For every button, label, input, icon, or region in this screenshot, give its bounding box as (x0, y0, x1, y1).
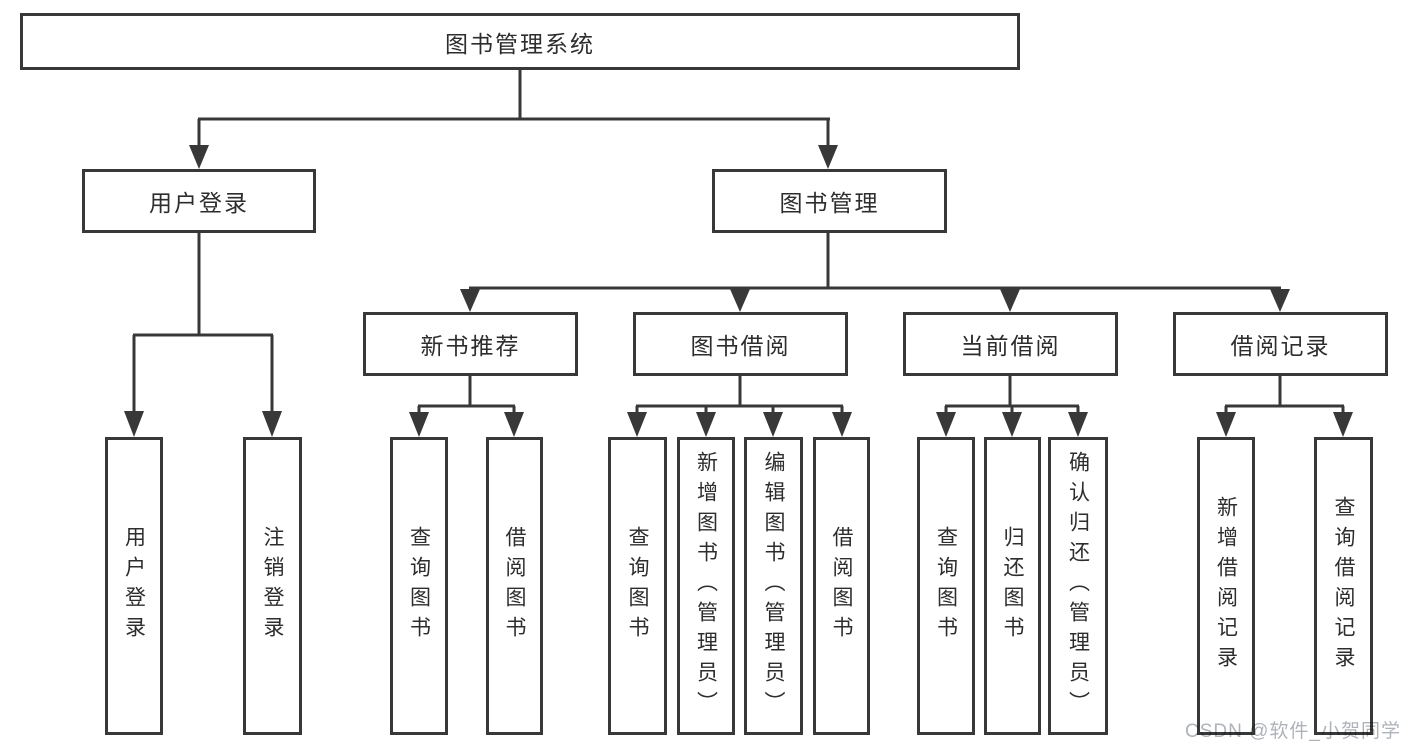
node-user-login: 用户登录 (82, 169, 316, 233)
leaf-query-borrow-record-label: 查询借阅记录 (1332, 496, 1355, 676)
leaf-current-query-books: 查询图书 (917, 437, 975, 735)
leaf-current-query-books-label: 查询图书 (934, 526, 958, 646)
leaf-recommend-borrow-books: 借阅图书 (486, 437, 543, 735)
leaf-add-borrow-record-label: 新增借阅记录 (1214, 496, 1238, 676)
leaf-return-books: 归还图书 (984, 437, 1041, 735)
watermark: CSDN @软件_小贺同学 (1185, 721, 1401, 742)
node-user-login-label: 用户登录 (149, 190, 249, 216)
node-borrow-records-label: 借阅记录 (1230, 333, 1331, 359)
leaf-recommend-borrow-books-label: 借阅图书 (503, 526, 526, 646)
leaf-recommend-query-books-label: 查询图书 (407, 526, 431, 646)
leaf-recommend-query-books: 查询图书 (390, 437, 448, 735)
leaf-borrow-query-books-label: 查询图书 (626, 526, 649, 646)
leaf-edit-books-admin: 编辑图书（管理员） (744, 437, 803, 735)
leaf-logout: 注销登录 (243, 437, 302, 735)
node-book-management: 图书管理 (712, 169, 947, 233)
node-root: 图书管理系统 (20, 13, 1020, 70)
node-current-borrow: 当前借阅 (903, 312, 1118, 376)
leaf-edit-books-admin-label: 编辑图书（管理员） (762, 451, 785, 721)
leaf-borrow-books-label: 借阅图书 (830, 526, 853, 646)
node-book-management-label: 图书管理 (779, 190, 880, 216)
node-new-book-recommend: 新书推荐 (363, 312, 578, 376)
leaf-query-borrow-record: 查询借阅记录 (1314, 437, 1373, 735)
leaf-confirm-return-admin: 确认归还（管理员） (1048, 437, 1108, 735)
node-book-borrow-label: 图书借阅 (690, 333, 791, 359)
leaf-user-login: 用户登录 (105, 437, 163, 735)
leaf-add-books-admin: 新增图书（管理员） (677, 437, 735, 735)
node-current-borrow-label: 当前借阅 (960, 333, 1061, 359)
leaf-user-login-label: 用户登录 (122, 526, 146, 646)
leaf-add-borrow-record: 新增借阅记录 (1197, 437, 1255, 735)
leaf-borrow-books: 借阅图书 (813, 437, 870, 735)
node-new-book-recommend-label: 新书推荐 (420, 333, 521, 359)
leaf-confirm-return-admin-label: 确认归还（管理员） (1066, 451, 1090, 721)
leaf-return-books-label: 归还图书 (1001, 526, 1024, 646)
node-root-label: 图书管理系统 (445, 30, 595, 57)
node-book-borrow: 图书借阅 (633, 312, 848, 376)
node-borrow-records: 借阅记录 (1173, 312, 1388, 376)
leaf-add-books-admin-label: 新增图书（管理员） (694, 451, 718, 721)
leaf-logout-label: 注销登录 (261, 526, 284, 646)
leaf-borrow-query-books: 查询图书 (608, 437, 667, 735)
